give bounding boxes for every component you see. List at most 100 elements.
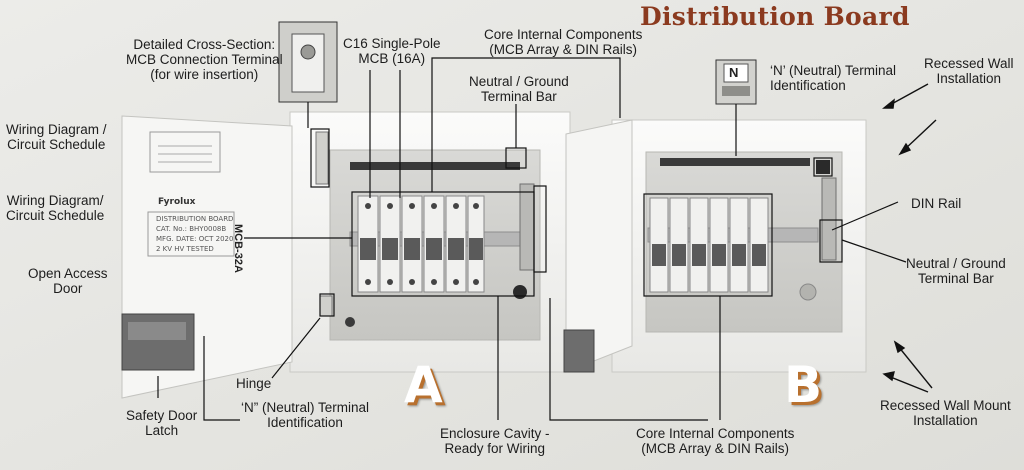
door-brand: Fyrolux: [158, 197, 196, 207]
box-b-din: [819, 219, 843, 263]
leader-core-top-2: [530, 57, 621, 118]
label-line: Neutral / Ground: [469, 74, 569, 89]
arrow-mount-1: [897, 345, 933, 389]
arrow-recessed-2-head: [898, 142, 912, 156]
label-line: Wiring Diagram/: [6, 193, 104, 208]
label-line: Terminal Bar: [481, 89, 557, 104]
box-a-door-hinge: [310, 128, 330, 188]
label-line: Circuit Schedule: [6, 208, 105, 223]
label-line: Recessed Wall Mount: [880, 398, 1011, 413]
board-b-mcb-array: [649, 197, 769, 293]
board-a-door-schedule: [149, 131, 221, 173]
label-line: Identification: [267, 415, 343, 430]
board-a-top-rail: [350, 162, 520, 170]
label-line: Recessed Wall: [924, 56, 1014, 71]
mcb-rating-label: MCB-32A: [232, 224, 244, 273]
board-a-hinge-top: [315, 131, 329, 185]
board-b-neutral-bar: [821, 177, 837, 261]
label-line: (MCB Array & DIN Rails): [641, 441, 790, 456]
box-b-core: [643, 193, 773, 297]
board-b-latch: [563, 329, 595, 373]
board-b-letter: B: [784, 356, 823, 414]
label-n-terminal-top: ‘N’ (Neutral) Terminal Identification: [770, 63, 896, 93]
board-a-letter: A: [404, 356, 443, 414]
label-line: Installation: [936, 71, 1002, 86]
leader-lines: [157, 57, 907, 421]
board-b: [563, 59, 867, 373]
arrow-mount-2: [887, 375, 929, 393]
annotation-boxes: [310, 128, 843, 317]
cross-section-screw: [300, 44, 316, 60]
n-terminal-badge: N: [729, 65, 739, 80]
label-line: Enclosure Cavity -: [440, 426, 550, 441]
leader-n-bottom: [203, 336, 240, 421]
leader-hinge: [271, 317, 321, 379]
label-cross-section: Detailed Cross-Section: MCB Connection T…: [126, 37, 283, 82]
board-a-neutral-bar: [519, 183, 535, 271]
board-a-knockout-2: [345, 317, 355, 327]
board-b-earth-block: [816, 160, 830, 174]
label-line: Door: [53, 281, 83, 296]
label-line: ‘N” (Neutral) Terminal: [241, 400, 370, 415]
arrow-mount-1-head: [893, 340, 906, 354]
label-line: MCB Connection Terminal: [126, 52, 283, 67]
cross-section-terminal: [291, 33, 325, 93]
label-line: Latch: [145, 423, 179, 438]
leader-neutral-right: [841, 239, 907, 263]
box-a-hinge: [319, 293, 335, 317]
label-din-rail: DIN Rail: [911, 196, 961, 211]
door-label-line: MFG. DATE: OCT 2020: [156, 235, 234, 243]
n-terminal-inset-bar: [722, 86, 750, 96]
label-line: Core Internal Components: [636, 426, 795, 441]
label-line: DIN Rail: [911, 196, 962, 211]
board-a-knockout: [513, 285, 527, 299]
label-c16-mcb: C16 Single-Pole MCB (16A): [343, 36, 441, 66]
label-line: Installation: [913, 413, 978, 428]
board-b-knockout: [799, 283, 817, 301]
board-a: [121, 21, 571, 399]
label-line: Terminal Bar: [918, 271, 994, 286]
label-line: MCB (16A): [358, 51, 426, 66]
label-line: Wiring Diagram /: [6, 122, 107, 137]
board-b-door: [565, 119, 633, 373]
arrow-recessed-1-head: [882, 98, 895, 109]
label-safety-latch: Safety Door Latch: [126, 408, 197, 438]
label-line: Neutral / Ground: [906, 256, 1006, 271]
leader-core-top: [431, 57, 530, 192]
label-wiring-2: Wiring Diagram/ Circuit Schedule: [6, 193, 104, 223]
box-a-terminalbar: [533, 185, 547, 273]
label-hinge: Hinge: [236, 376, 271, 391]
box-b-neutral: [813, 157, 833, 177]
door-label-line: 2 KV HV TESTED: [156, 245, 214, 253]
leader-din-rail: [831, 201, 899, 231]
board-a-mcb-array: [357, 195, 485, 293]
label-line: Ready for Wiring: [444, 441, 546, 456]
label-line: Identification: [770, 78, 846, 93]
label-line: C16 Single-Pole: [343, 36, 441, 51]
arrows: [882, 83, 937, 393]
label-enclosure-cavity: Enclosure Cavity - Ready for Wiring: [440, 426, 550, 456]
page-title: Distribution Board: [640, 2, 910, 31]
label-core-bottom: Core Internal Components (MCB Array & DI…: [636, 426, 794, 456]
label-line: Core Internal Components: [484, 27, 643, 42]
label-line: Detailed Cross-Section:: [133, 37, 276, 52]
leader-core-bottom: [549, 298, 708, 421]
board-a-hinge: [319, 295, 333, 317]
label-line: Circuit Schedule: [7, 137, 106, 152]
door-label-line: DISTRIBUTION BOARD: [156, 215, 234, 223]
board-b-top-rail: [660, 158, 810, 166]
label-open-door: Open Access Door: [28, 266, 108, 296]
label-recessed-top: Recessed Wall Installation: [924, 56, 1014, 86]
label-neutral-bar-top: Neutral / Ground Terminal Bar: [469, 74, 569, 104]
label-line: Hinge: [236, 376, 272, 391]
latch-top: [128, 322, 186, 340]
door-label-line: CAT. No.: BHY0008B: [156, 225, 227, 233]
label-line: Open Access: [28, 266, 108, 281]
n-terminal-inset-badge: [723, 63, 749, 83]
label-core-top: Core Internal Components (MCB Array & DI…: [484, 27, 642, 57]
label-line: ‘N’ (Neutral) Terminal: [770, 63, 897, 78]
label-recessed-mount: Recessed Wall Mount Installation: [880, 398, 1011, 428]
arrow-mount-2-head: [882, 371, 895, 382]
label-line: Safety Door: [126, 408, 198, 423]
